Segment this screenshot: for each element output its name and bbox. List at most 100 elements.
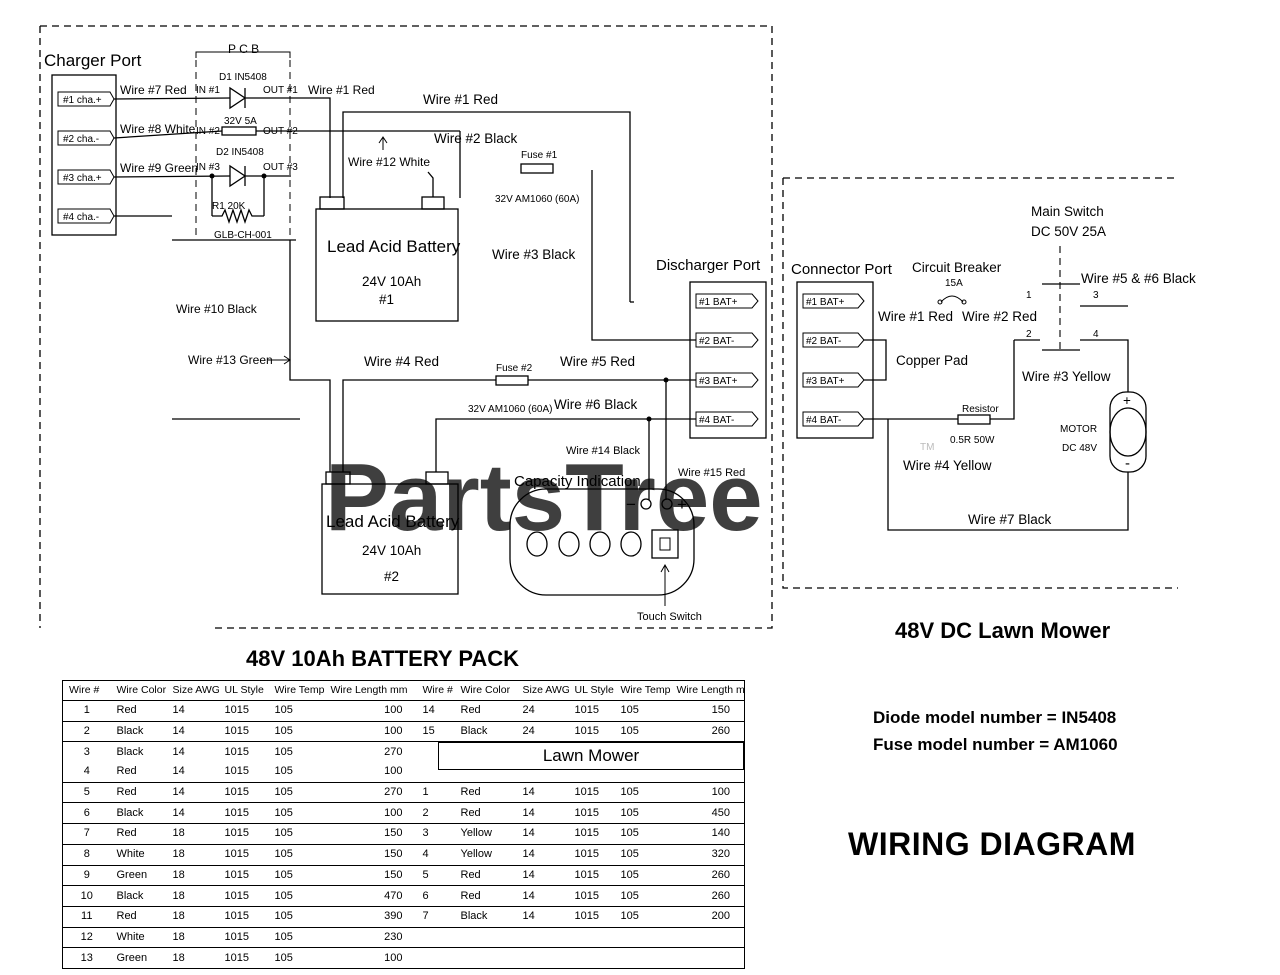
table-cell: 1015 — [218, 844, 269, 866]
table-cell: 18 — [166, 844, 219, 866]
table-cell — [516, 947, 569, 969]
table-cell: 1015 — [218, 700, 269, 722]
discharger-port-title: Discharger Port — [656, 257, 761, 274]
battery-2: Lead Acid Battery 24V 10Ah #2 — [321, 471, 460, 595]
svg-text:+: + — [1123, 393, 1131, 408]
table-cell: 9 — [62, 865, 111, 887]
table-cell: 270 — [384, 745, 403, 758]
table-cell: 3 — [62, 741, 111, 763]
table-cell: 5 — [62, 782, 111, 804]
wire-5-6-label: Wire #5 & #6 Black — [1081, 271, 1196, 286]
connector-pin: #1 BAT+ — [802, 293, 865, 309]
table-cell: Red — [110, 762, 167, 783]
table-cell: 105 — [268, 906, 325, 928]
table-cell: 260 — [670, 721, 745, 743]
svg-text:2: 2 — [1026, 329, 1032, 340]
table-cell: 1015 — [224, 745, 249, 758]
touch-switch-label: Touch Switch — [637, 611, 702, 623]
table-cell: Green — [110, 947, 167, 969]
battery-1-rating: 24V 10Ah — [362, 274, 421, 289]
table-cell: 105 — [614, 721, 671, 743]
table-cell: 100 — [324, 721, 417, 743]
table-cell: 1015 — [568, 802, 615, 825]
capacity-title: Capacity Indication — [514, 473, 641, 490]
table-cell — [568, 927, 615, 949]
svg-text:3: 3 — [1093, 290, 1099, 301]
table-cell: 1015 — [568, 844, 615, 866]
table-cell: 1015 — [218, 947, 269, 969]
table-cell: 13 — [62, 947, 111, 969]
svg-text:#4 BAT-: #4 BAT- — [806, 415, 841, 426]
table-cell: 105 — [268, 721, 325, 743]
table-header: Wire # Wire Color Size AWG UL Style Wire… — [62, 680, 745, 701]
wire-2-label: Wire #2 Black — [434, 131, 518, 146]
connector-pin: #4 BAT- — [802, 411, 865, 427]
resistor-r1-label: R1 20K — [212, 201, 246, 212]
table-cell: 2 — [62, 721, 111, 743]
wire-9-label: Wire #9 Green — [120, 161, 198, 175]
table-cell: 14 — [166, 802, 219, 825]
charger-port-title: Charger Port — [44, 51, 142, 70]
table-cell: 1015 — [568, 700, 615, 722]
table-cell — [614, 947, 671, 969]
table-cell: 10 — [62, 885, 111, 907]
table-cell: Red — [110, 906, 167, 928]
wire-10-label: Wire #10 Black — [176, 302, 258, 316]
svg-text:4: 4 — [1093, 329, 1099, 340]
table-cell: 105 — [614, 865, 671, 887]
wire-5-label: Wire #5 Red — [560, 354, 635, 369]
mower-wire-1-label: Wire #1 Red — [878, 309, 953, 324]
diode-d1 — [229, 86, 247, 110]
table-cell: 14 — [516, 906, 569, 928]
table-cell: 105 — [268, 700, 325, 722]
wire-7 — [113, 97, 231, 100]
table-cell: Yellow — [454, 823, 517, 845]
circuit-breaker-label: Circuit Breaker — [912, 260, 1002, 275]
pcb-title: P C B — [228, 42, 259, 56]
table-cell — [670, 947, 745, 969]
table-cell: 1015 — [568, 823, 615, 845]
table-cell: 150 — [324, 823, 417, 845]
connector-port-title: Connector Port — [791, 261, 893, 278]
table-cell: 105 — [268, 823, 325, 845]
wire-3-label: Wire #3 Black — [492, 247, 576, 262]
charger-pin: #4 cha.- — [57, 208, 115, 224]
fuse-2-label: Fuse #2 — [496, 363, 533, 374]
table-cell: 1015 — [218, 762, 269, 783]
charger-pin: #1 cha.+ — [57, 91, 115, 107]
resistor-r1 — [212, 207, 264, 225]
table-cell — [568, 947, 615, 969]
table-cell: 200 — [670, 906, 745, 928]
table-cell: Black — [116, 745, 144, 758]
table-cell: 100 — [324, 762, 417, 783]
svg-text:#1 BAT+: #1 BAT+ — [699, 297, 738, 308]
svg-text:#3 cha.+: #3 cha.+ — [63, 173, 102, 184]
pcb-fuse — [221, 126, 257, 136]
fuse-1 — [520, 163, 554, 174]
table-cell: 105 — [614, 782, 671, 804]
table-cell: 11 — [62, 906, 111, 928]
table-cell: 105 — [268, 927, 325, 949]
resistor — [957, 414, 991, 425]
table-cell: 1015 — [568, 782, 615, 804]
table-cell: 1015 — [218, 906, 269, 928]
charger-pin: #3 cha.+ — [57, 169, 115, 185]
table-cell: 24 — [516, 700, 569, 722]
mower-wire-7 — [887, 419, 1129, 531]
mower-wire-3-label: Wire #3 Yellow — [1022, 369, 1111, 384]
wire-6 — [435, 418, 696, 472]
table-cell: Black — [110, 802, 167, 825]
table-cell: 390 — [324, 906, 417, 928]
wire-13-label: Wire #13 Green — [188, 353, 273, 367]
table-cell: 105 — [614, 802, 671, 825]
mower-wire-2-label: Wire #2 Red — [962, 309, 1037, 324]
table-cell: 4 — [416, 844, 455, 866]
table-cell: 14 — [516, 823, 569, 845]
table-cell: 320 — [670, 844, 745, 866]
wire-1 — [300, 97, 331, 198]
